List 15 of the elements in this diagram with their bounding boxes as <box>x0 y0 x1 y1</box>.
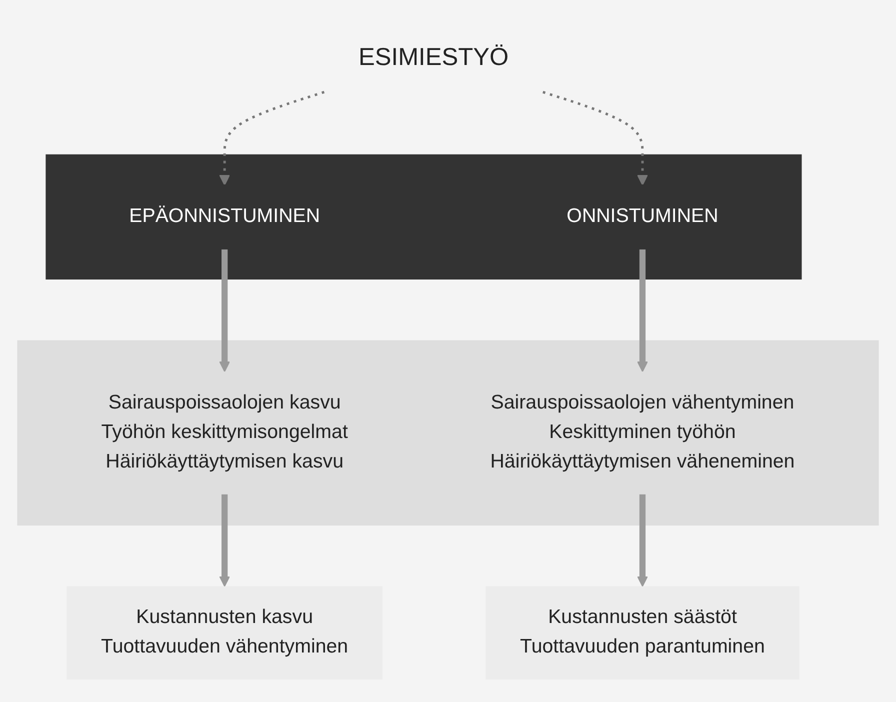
arrow <box>637 494 648 588</box>
arrow <box>219 494 230 588</box>
node-text: EPÄONNISTUMINEN <box>129 206 320 228</box>
arrow <box>219 91 325 186</box>
cluster <box>17 340 879 526</box>
arrow <box>542 91 648 186</box>
node-text: ESIMIESTYÖ <box>358 44 509 72</box>
node-text: ONNISTUMINEN <box>566 206 718 228</box>
node-box: Kustannusten säästöt Tuottavuuden parantuminen <box>486 586 800 680</box>
node-text: Sairauspoissaolojen kasvu Työhön keskittymisongelmat Häiriökäyttäytymisen kasvu <box>101 392 348 472</box>
arrow <box>637 249 648 372</box>
node-text: Sairauspoissaolojen vähentyminen Keskittyminen työhön Häiriökäyttäytymisen väheneminen <box>490 392 795 472</box>
cluster <box>46 154 802 280</box>
node-box: Kustannusten kasvu Tuottavuuden vähentyminen <box>66 586 382 680</box>
arrow <box>219 249 230 372</box>
